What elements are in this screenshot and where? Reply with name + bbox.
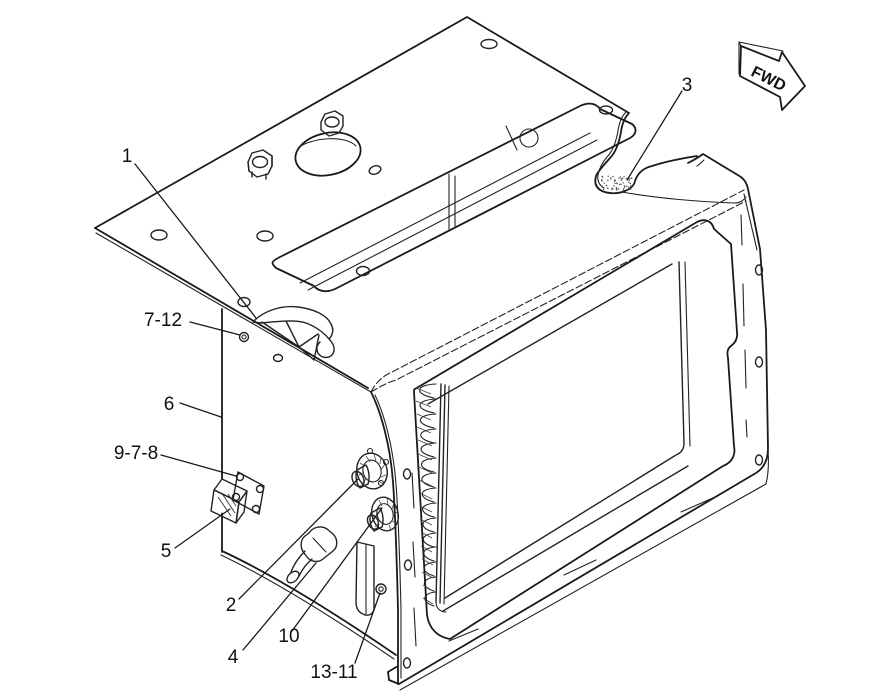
svg-text:3: 3 xyxy=(682,75,693,96)
svg-text:4: 4 xyxy=(228,647,239,668)
svg-text:9-7-8: 9-7-8 xyxy=(114,443,158,464)
svg-text:5: 5 xyxy=(161,541,172,562)
svg-text:13-11: 13-11 xyxy=(310,662,357,683)
svg-text:2: 2 xyxy=(226,595,237,616)
svg-text:6: 6 xyxy=(164,394,175,415)
svg-text:10: 10 xyxy=(278,626,299,647)
svg-text:7-12: 7-12 xyxy=(144,310,182,331)
svg-text:1: 1 xyxy=(122,146,133,167)
